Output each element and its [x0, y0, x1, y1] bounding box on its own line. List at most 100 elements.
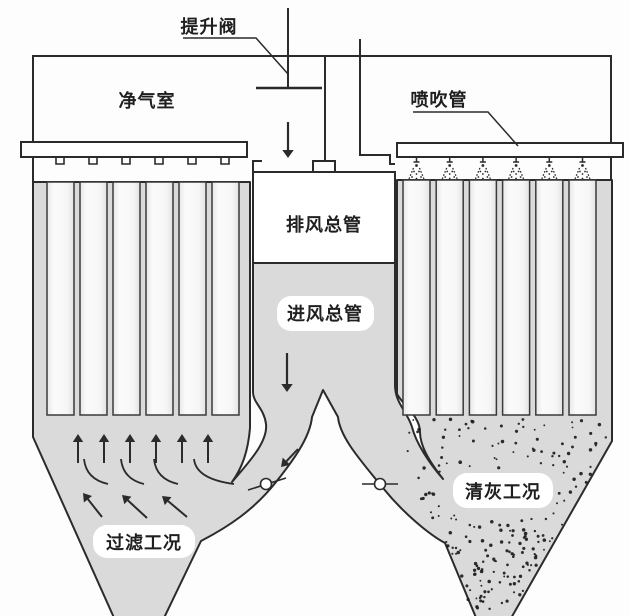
- flow-arrow-icon: [72, 434, 84, 463]
- filter-bag: [178, 181, 207, 416]
- shape: [448, 164, 452, 167]
- shape: [477, 176, 480, 178]
- flow-arc-icon: [153, 458, 179, 485]
- dust-dot: [499, 540, 504, 544]
- shape: [98, 434, 110, 442]
- dust-dot: [514, 429, 519, 433]
- dust-dot: [543, 548, 545, 551]
- dust-dot: [458, 435, 461, 437]
- spray-nozzle-icon: [574, 157, 591, 180]
- dust-dot: [571, 421, 574, 424]
- dust-dot: [558, 454, 561, 458]
- dust-dot: [437, 505, 440, 508]
- dust-dot: [506, 523, 510, 528]
- dust-dot: [561, 523, 563, 526]
- shape: [451, 170, 454, 173]
- dust-dot: [467, 427, 470, 430]
- shape: [127, 499, 148, 519]
- dust-dot: [528, 568, 531, 572]
- dust-dot: [481, 600, 485, 603]
- shape: [482, 173, 484, 175]
- shape: [579, 157, 586, 163]
- dust-dot: [475, 597, 478, 600]
- filter-bag: [112, 181, 141, 416]
- dust-dot: [495, 458, 498, 461]
- dust-dot: [533, 428, 536, 431]
- shape: [512, 170, 515, 173]
- shape: [285, 448, 299, 462]
- flow-arc-icon: [120, 458, 145, 485]
- leader-line: [413, 111, 519, 147]
- dust-dot: [522, 546, 526, 550]
- dust-dot: [568, 490, 573, 494]
- dust-dot: [445, 462, 448, 465]
- flow-arrow-icon: [83, 493, 103, 518]
- nozzle-icon: [55, 157, 65, 165]
- flow-arrow-icon: [282, 122, 294, 158]
- lift-valve-label: 提升阀: [181, 16, 238, 37]
- dust-dot: [488, 607, 491, 611]
- shape: [548, 173, 551, 175]
- dust-dot: [573, 435, 577, 439]
- exhaust-manifold-box: [252, 160, 396, 264]
- dust-dot: [458, 460, 463, 465]
- shape: [482, 177, 484, 180]
- dust-dot: [459, 549, 462, 552]
- dust-dot: [489, 543, 493, 548]
- dust-dot: [448, 417, 453, 422]
- dust-dot: [560, 442, 564, 446]
- dust-dot: [552, 451, 556, 455]
- dust-dot: [604, 436, 608, 439]
- dust-dot: [464, 535, 468, 538]
- shape: [448, 177, 451, 180]
- dust-dot: [473, 525, 476, 528]
- shape: [453, 176, 456, 178]
- nozzle-icon: [154, 157, 164, 165]
- dust-dot: [448, 531, 453, 535]
- dust-dot: [429, 511, 433, 514]
- shape: [550, 170, 553, 173]
- dust-dot: [524, 537, 529, 541]
- shape: [479, 157, 486, 163]
- spray-nozzle-icon: [507, 157, 525, 180]
- dust-dot: [512, 555, 515, 558]
- dust-dot: [566, 451, 571, 456]
- dust-dot: [500, 439, 505, 444]
- shape: [484, 170, 487, 173]
- dust-dot: [492, 570, 495, 574]
- dust-dot: [571, 426, 574, 429]
- dust-dot: [536, 534, 540, 538]
- dust-dot: [498, 581, 502, 584]
- dust-dot: [552, 512, 555, 515]
- filter-bag: [535, 179, 564, 416]
- dust-dot: [454, 546, 458, 550]
- dust-dot: [512, 591, 516, 594]
- dust-dot: [438, 470, 441, 473]
- inlet-main-pill: [277, 296, 374, 331]
- dust-dot: [539, 462, 543, 465]
- dust-dot: [498, 523, 502, 527]
- dust-dot: [470, 419, 475, 424]
- dust-dot: [521, 565, 525, 569]
- dust-dot: [526, 455, 529, 458]
- nozzle-icon: [187, 157, 197, 165]
- nozzle-icon: [121, 157, 131, 165]
- dust-dot: [530, 517, 533, 521]
- filter-bag: [145, 181, 174, 416]
- dust-dot: [456, 550, 461, 555]
- dust-dot: [486, 554, 490, 558]
- dust-dot: [412, 419, 415, 421]
- flow-arrow-icon: [98, 434, 110, 463]
- dust-dot: [466, 597, 470, 602]
- dust-dot: [574, 485, 578, 488]
- dust-dot: [511, 534, 514, 537]
- flow-arc-icon: [83, 458, 109, 485]
- dust-dot: [480, 584, 483, 587]
- dust-dot: [465, 584, 469, 588]
- dust-dot: [440, 456, 444, 459]
- dust-dot: [406, 450, 409, 453]
- dust-dot: [487, 590, 490, 594]
- valve-symbol-right: [362, 477, 398, 491]
- dust-dot: [493, 457, 496, 459]
